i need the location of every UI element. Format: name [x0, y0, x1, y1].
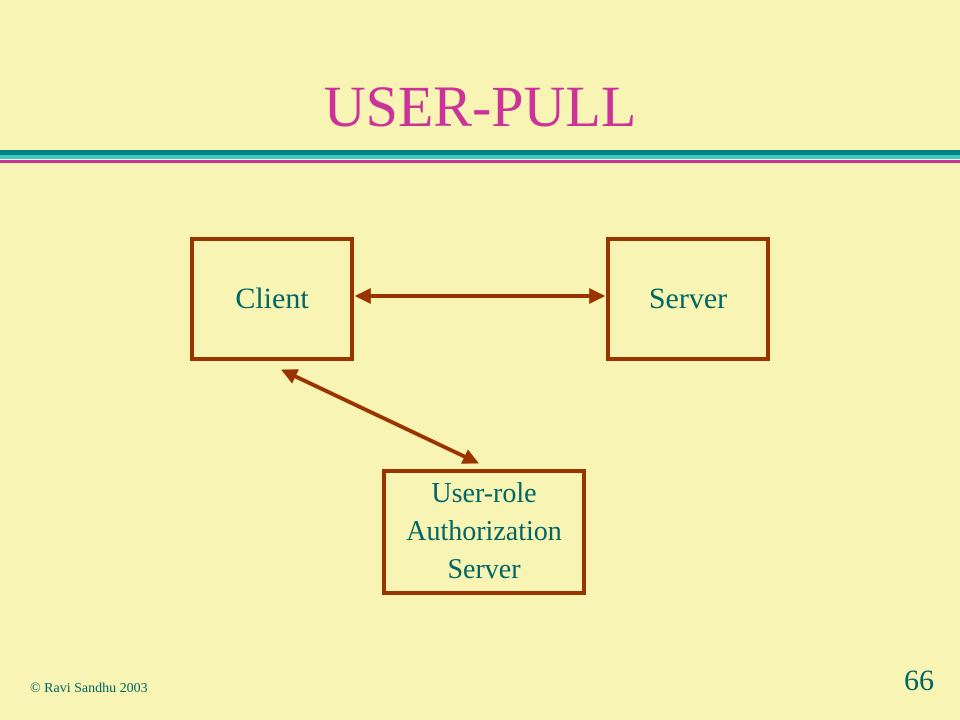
node-auth-server: User-role Authorization Server: [382, 469, 586, 595]
node-server: Server: [606, 237, 770, 361]
title-underline: [0, 150, 960, 163]
copyright-notice: © Ravi Sandhu 2003: [30, 681, 148, 696]
node-auth-server-line-1: User-role: [431, 478, 537, 509]
node-client-label: Client: [235, 282, 309, 315]
node-auth-server-line-3: Server: [447, 554, 521, 585]
node-client: Client: [190, 237, 354, 361]
slide-title: USER-PULL: [323, 74, 637, 139]
node-server-label: Server: [648, 282, 728, 315]
page-number: 66: [904, 664, 934, 697]
edge-client-auth-server: [281, 369, 479, 464]
node-auth-server-line-2: Authorization: [406, 516, 562, 547]
